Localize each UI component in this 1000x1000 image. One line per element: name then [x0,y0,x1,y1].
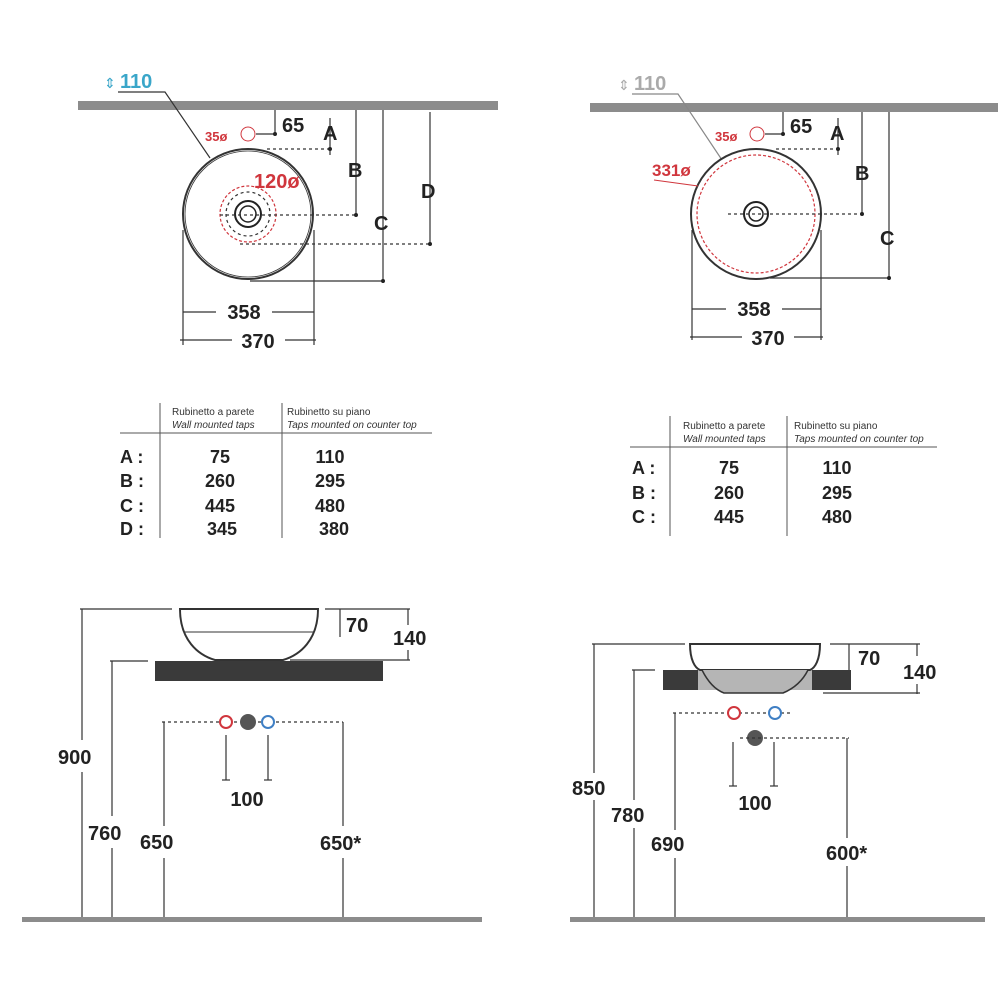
table-cell: 480 [822,507,852,527]
counter-height-label: 760 [88,823,121,845]
hot-tap-icon [219,715,233,729]
cutout-diameter-label: 331ø [652,161,691,180]
outer-width-label: 370 [751,328,784,350]
dim-c-label: C [880,228,894,250]
header: Rubinetto su piano [794,421,878,432]
header: Rubinetto su piano [287,407,371,418]
height-arrow-icon: ⇕ [104,75,116,91]
plan-counter-mounted: ⇕ 110 331ø 35ø 65 A B C 358 370 [590,73,998,350]
tap-hole [240,126,256,142]
header: Taps mounted on counter top [794,434,924,445]
table-cell: C : [632,507,656,527]
table-cell: D : [120,519,144,539]
wall [78,101,498,110]
drain-height-label: 650* [320,833,361,855]
header: Rubinetto a parete [172,407,255,418]
header: Wall mounted taps [172,420,255,431]
table-cell: 380 [319,519,349,539]
table-row: B : 260 295 [632,483,852,503]
outer-width-label: 370 [241,331,274,353]
tap-height-label: 110 [120,71,152,93]
drain-height-label: 600* [826,843,867,865]
table-cell: B : [120,471,144,491]
basin-side [688,643,822,671]
counter-height-label: 780 [611,805,644,827]
tap-hole-label: 35ø [205,129,227,144]
dim-d-label: D [421,181,435,203]
header: Taps mounted on counter top [287,420,417,431]
dimension-table-left: Rubinetto a parete Wall mounted taps Rub… [120,403,432,539]
tap-height-label: 690 [651,834,684,856]
leader-line [118,91,211,159]
drain-area [219,185,277,243]
table-row: C : 445 480 [120,496,345,516]
table-cell: 345 [207,519,237,539]
tap-height-label: 650 [140,832,173,854]
bowl-above-label: 70 [858,648,880,670]
basin-side [178,608,320,661]
header: Rubinetto a parete [683,421,766,432]
table-cell: 260 [205,471,235,491]
table-cell: 445 [205,496,235,516]
elevation-wall-mounted: 900 760 650 650* 100 70 140 [22,608,482,922]
table-cell: A : [120,447,143,467]
wall [590,103,998,112]
dim-b-label: B [348,160,362,182]
table-row: C : 445 480 [632,507,852,527]
total-height-label: 900 [58,747,91,769]
header: Wall mounted taps [683,434,766,445]
basin-outline [182,148,314,280]
bowl-total-label: 140 [393,628,426,650]
tap-height-label: 110 [634,73,666,95]
dim-b-label: B [855,163,869,185]
table-cell: 295 [315,471,345,491]
cold-tap-icon [768,706,782,720]
table-cell: B : [632,483,656,503]
bowl-above-label: 70 [346,615,368,637]
dim-a-label: A [323,123,337,145]
dim-a-label: A [830,123,844,145]
tap-spacing-label: 100 [230,789,263,811]
table-row: B : 260 295 [120,471,345,491]
table-cell: 75 [719,458,739,478]
tap-offset-label: 65 [790,116,812,138]
floor [22,917,482,922]
elevation-counter-mounted: 850 780 690 600* 100 70 140 [570,643,985,922]
table-cell: 480 [315,496,345,516]
tap-hole [749,126,765,142]
drain-icon [234,200,262,228]
tap-spacing-label: 100 [738,793,771,815]
table-cell: C : [120,496,144,516]
bowl-total-label: 140 [903,662,936,684]
drain-icon [240,714,256,730]
plan-wall-mounted: ⇕ 110 120ø 35ø 65 A B C D 358 [78,71,498,353]
counter-slab [155,661,383,681]
table-cell: 295 [822,483,852,503]
dim-c-label: C [374,213,388,235]
dimension-table-right: Rubinetto a parete Wall mounted taps Rub… [630,416,937,536]
table-cell: 75 [210,447,230,467]
table-cell: 110 [315,447,344,467]
cold-tap-icon [261,715,275,729]
hot-tap-icon [727,706,741,720]
table-row: D : 345 380 [120,519,349,539]
table-cell: 445 [714,507,744,527]
table-row: A : 75 110 [120,447,345,467]
drain-icon [743,201,769,227]
tap-offset-label: 65 [282,115,304,137]
floor [570,917,985,922]
table-row: A : 75 110 [632,458,852,478]
table-cell: A : [632,458,655,478]
height-arrow-icon: ⇕ [618,77,630,93]
table-cell: 110 [822,458,851,478]
drain-diameter-label: 120ø [254,171,300,193]
inner-width-label: 358 [737,299,770,321]
total-height-label: 850 [572,778,605,800]
tap-hole-label: 35ø [715,129,737,144]
table-cell: 260 [714,483,744,503]
inner-width-label: 358 [227,302,260,324]
